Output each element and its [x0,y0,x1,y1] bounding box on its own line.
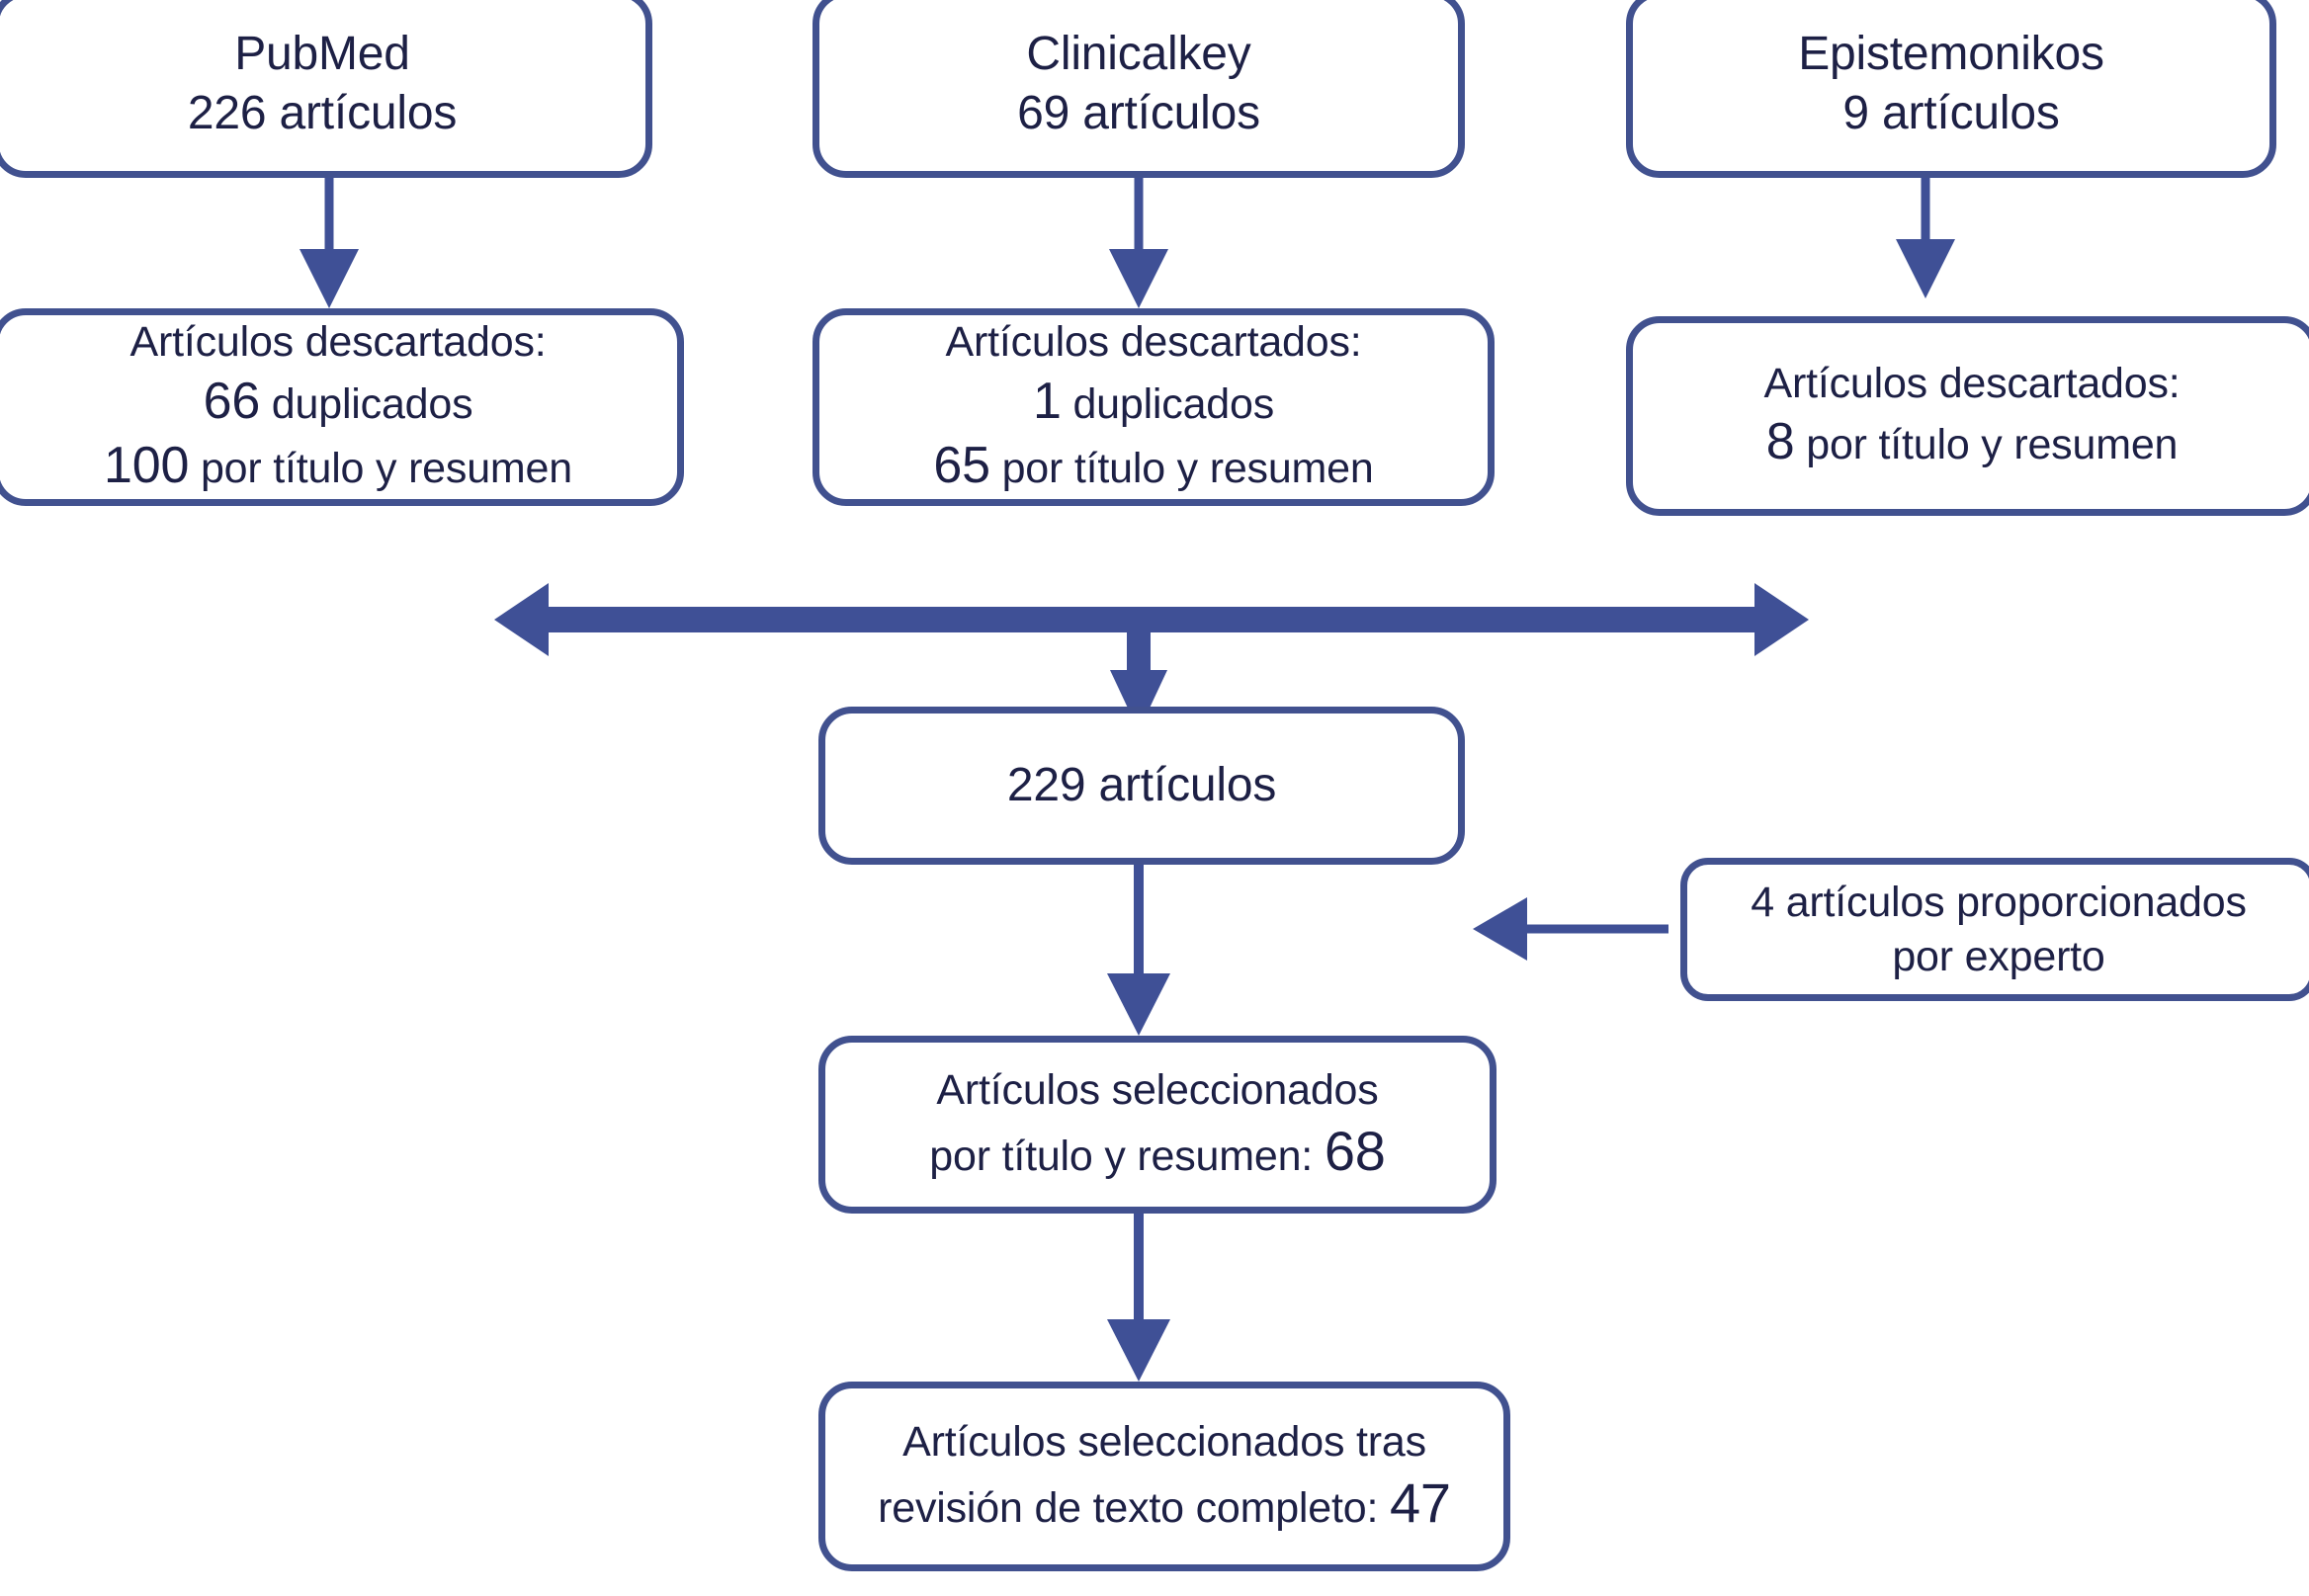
source-name-pubmed: PubMed [234,27,410,80]
discard-number-clinicalkey-titulo: 65 [933,437,990,495]
discard-box-pubmed[interactable]: Artículos descartados: 66 duplicados 100… [0,308,684,506]
screened-line-1: Artículos seleccionados [936,1065,1379,1114]
screened-number: 68 [1324,1119,1386,1182]
source-name-epistemonikos: Epistemonikos [1798,27,2104,80]
discard-box-epistemonikos[interactable]: Artículos descartados: 8 por título y re… [1626,316,2309,516]
expert-articles-number: 4 [1751,879,1774,927]
discard-row-pubmed-titulo: 100 por título y resumen [104,434,572,499]
pooled-articles-label: artículos [1098,758,1277,811]
expert-articles-line-2: por experto [1892,932,2105,980]
discard-label-clinicalkey-titulo: por título y resumen [1001,445,1374,493]
arrow-pooled-to-screened [1107,865,1170,1036]
included-box[interactable]: Artículos seleccionados tras revisión de… [818,1382,1510,1571]
included-number: 47 [1389,1470,1451,1534]
screened-line-2-prefix: por título y resumen: [929,1132,1314,1180]
arrow-screened-to-included [1107,1214,1170,1382]
source-count-value-clinicalkey: 69 [1017,87,1070,139]
discard-number-epistemonikos-titulo: 8 [1765,413,1795,471]
pooled-articles-number: 229 [1006,758,1086,811]
source-box-pubmed[interactable]: PubMed 226 artículos [0,0,652,178]
source-box-clinicalkey[interactable]: Clinicalkey 69 artículos [812,0,1465,178]
arrow-epistemonikos-to-discards [1896,178,1955,298]
discard-label-pubmed-duplicados: duplicados [271,379,473,428]
discard-box-clinicalkey[interactable]: Artículos descartados: 1 duplicados 65 p… [812,308,1495,506]
pooled-articles-text: 229 artículos [1007,756,1276,815]
pooled-articles-box[interactable]: 229 artículos [818,707,1465,865]
source-count-label-epistemonikos: artículos [1882,87,2060,139]
source-count-epistemonikos: 9 artículos [1842,84,2059,143]
discard-row-clinicalkey-duplicados: 1 duplicados [1033,370,1274,435]
discard-row-epistemonikos-titulo: 8 por título y resumen [1766,410,2179,475]
discard-label-clinicalkey-duplicados: duplicados [1072,379,1275,428]
source-count-label-clinicalkey: artículos [1082,87,1260,139]
included-line-1: Artículos seleccionados tras [902,1417,1426,1466]
source-count-pubmed: 226 artículos [188,84,457,143]
discard-label-pubmed-titulo: por título y resumen [200,445,572,493]
arrow-pubmed-to-discards [299,178,359,308]
discard-number-clinicalkey-duplicados: 1 [1032,372,1062,430]
expert-articles-box[interactable]: 4 artículos proporcionados por experto [1680,858,2309,1001]
discard-number-pubmed-duplicados: 66 [203,372,261,430]
source-count-value-pubmed: 226 [187,87,267,139]
discard-label-epistemonikos-titulo: por título y resumen [1806,421,2179,469]
arrow-clinicalkey-to-discards [1109,178,1168,308]
screened-line-2: por título y resumen: 68 [929,1117,1386,1187]
discard-row-clinicalkey-titulo: 65 por título y resumen [933,434,1373,499]
source-count-clinicalkey: 69 artículos [1017,84,1260,143]
screened-box[interactable]: Artículos seleccionados por título y res… [818,1036,1497,1214]
discard-number-pubmed-titulo: 100 [104,437,190,495]
discard-heading-pubmed: Artículos descartados: [129,318,547,367]
arrow-horizontal-double [494,583,1809,731]
included-line-2-prefix: revisión de texto completo: [878,1483,1379,1532]
arrow-expert-to-column [1473,897,1668,961]
discard-heading-clinicalkey: Artículos descartados: [945,318,1362,367]
included-line-2: revisión de texto completo: 47 [878,1469,1451,1539]
discard-row-pubmed-duplicados: 66 duplicados [204,370,473,435]
expert-articles-text-1: artículos proporcionados [1785,879,2247,927]
expert-articles-line-1: 4 artículos proporcionados [1751,876,2247,929]
source-count-value-epistemonikos: 9 [1842,87,1869,139]
source-count-label-pubmed: artículos [279,87,458,139]
source-name-clinicalkey: Clinicalkey [1026,27,1251,80]
discard-heading-epistemonikos: Artículos descartados: [1763,360,2181,408]
source-box-epistemonikos[interactable]: Epistemonikos 9 artículos [1626,0,2276,178]
